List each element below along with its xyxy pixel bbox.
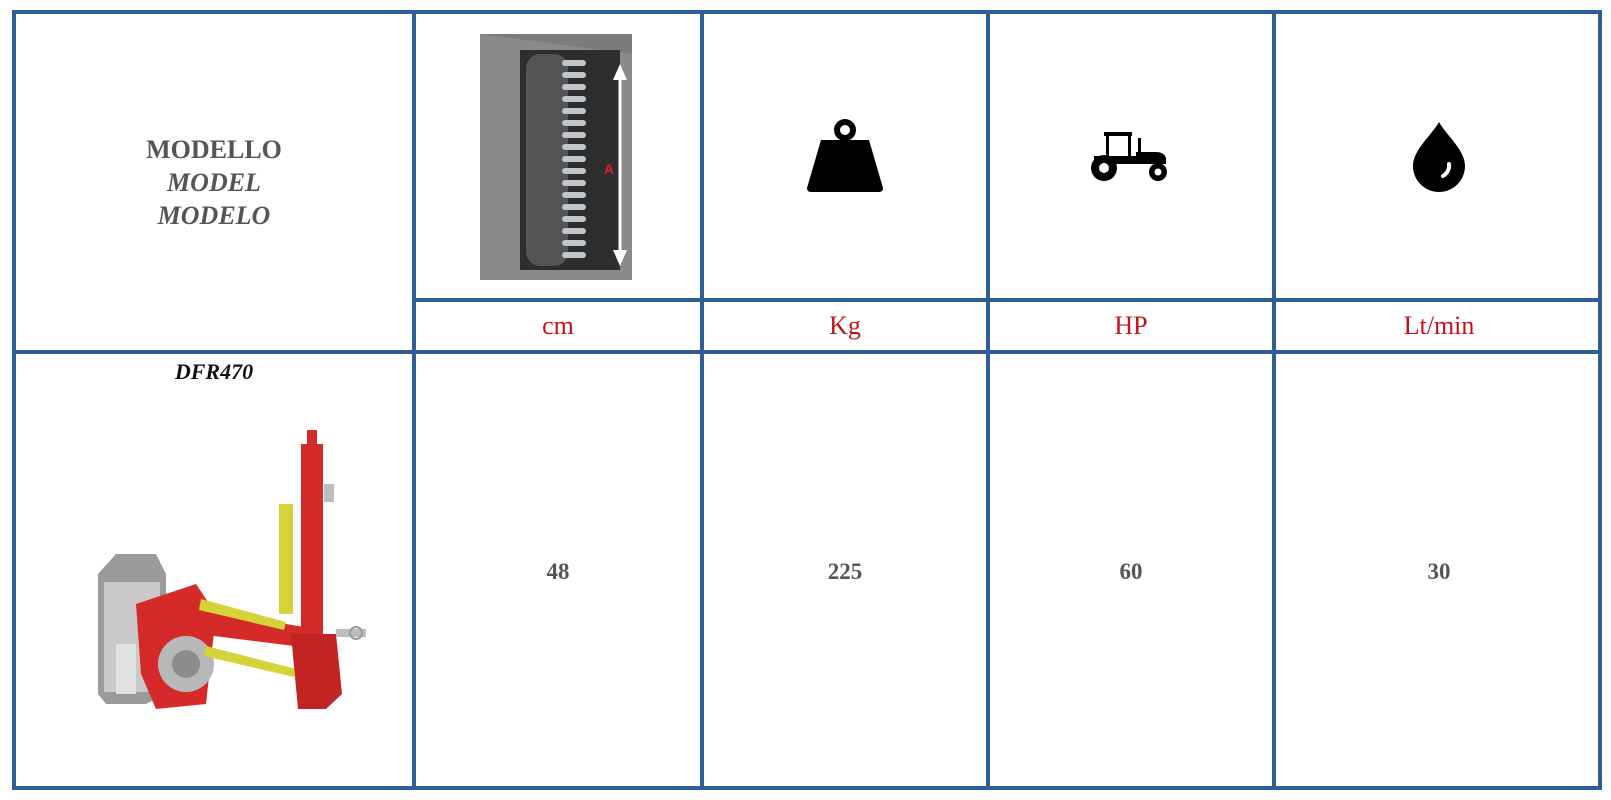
value-kg: 225: [827, 559, 863, 584]
model-header-cell: MODELLO MODEL MODELO: [16, 14, 412, 350]
cutting-width-diagram-icon: A: [480, 34, 632, 280]
model-label: MODELLO: [146, 134, 282, 164]
weight-cell: [704, 14, 986, 298]
unit-kg: Kg: [829, 311, 861, 340]
divider: [412, 298, 1598, 302]
value-cm: 48: [546, 559, 570, 584]
divider: [1272, 14, 1276, 786]
diagram-label: A: [604, 161, 614, 177]
divider: [16, 350, 1598, 354]
spec-table: MODELLO MODEL MODELO A: [12, 10, 1602, 790]
oil-drop-cell: [1276, 14, 1602, 298]
oil-drop-icon: [1413, 122, 1465, 192]
divider: [700, 14, 704, 786]
model-name: DFR470: [174, 359, 254, 384]
unit-lt-min: Lt/min: [1403, 311, 1475, 340]
divider: [412, 14, 416, 786]
machine-image: [98, 430, 366, 709]
model-cell: DFR470: [16, 354, 412, 790]
weight-icon: [807, 119, 883, 192]
value-hp: 60: [1119, 559, 1143, 584]
divider: [986, 14, 990, 786]
model-label-es: MODELO: [157, 200, 271, 230]
tractor-icon: [1091, 132, 1167, 181]
unit-hp: HP: [1114, 311, 1148, 340]
value-lt-min: 30: [1427, 559, 1451, 584]
model-label-en: MODEL: [167, 167, 261, 197]
unit-cm: cm: [542, 311, 574, 340]
tractor-cell: [990, 14, 1272, 298]
cutting-width-cell: A: [416, 14, 700, 298]
